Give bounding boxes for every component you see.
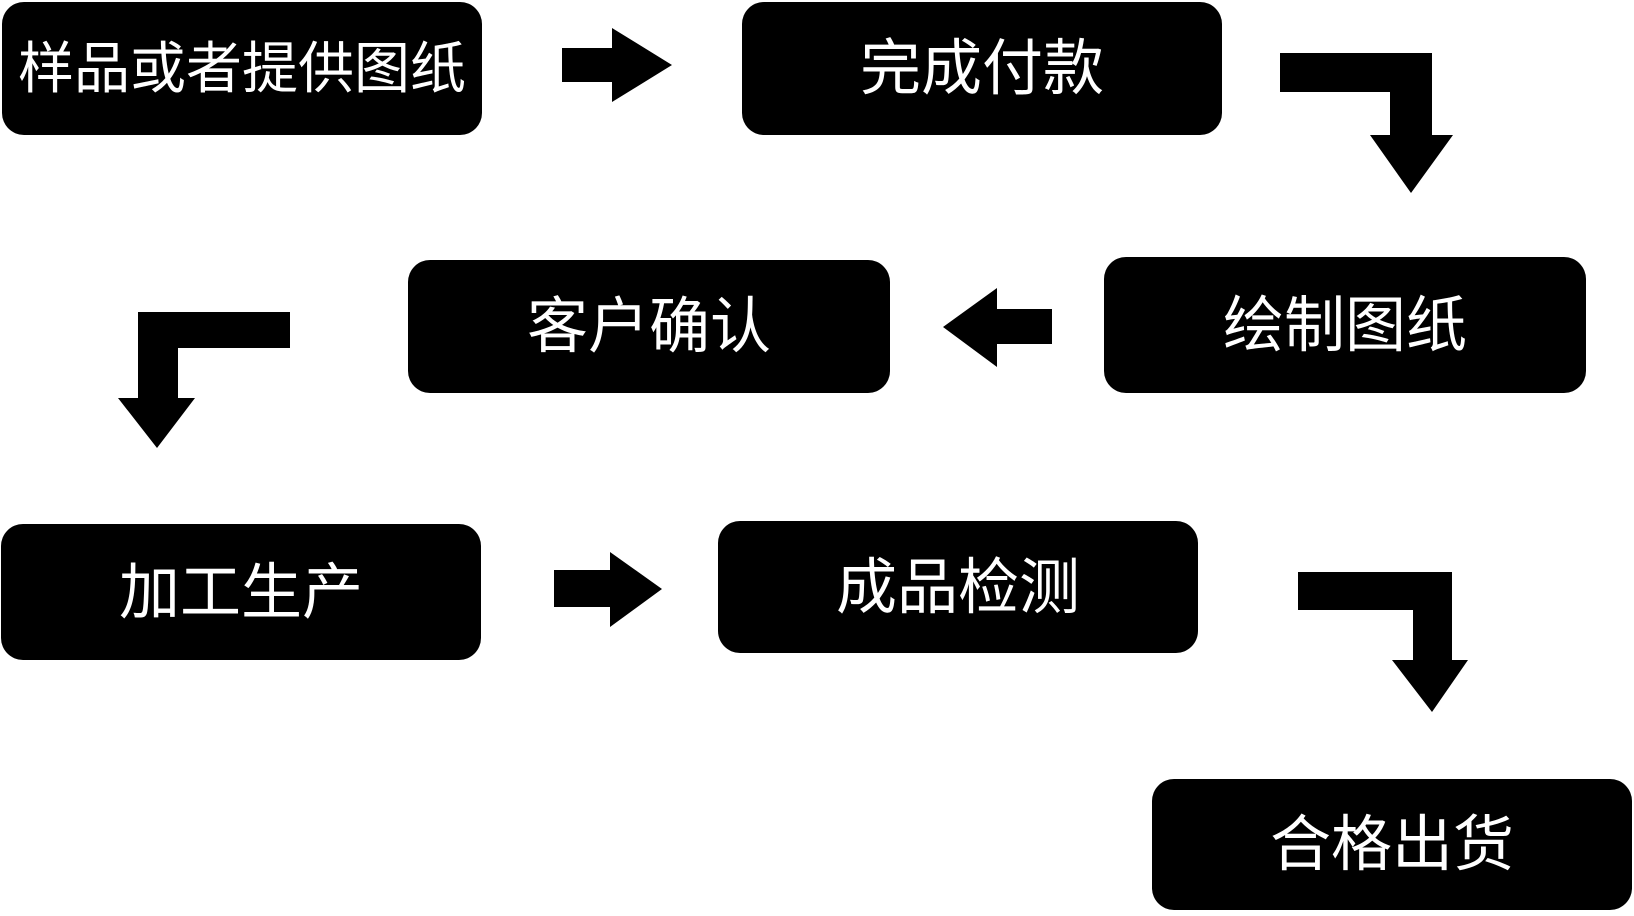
- arrow-right-icon: [562, 28, 672, 102]
- arrow-elbow-right-down-icon: [1298, 572, 1468, 712]
- flow-node-product-inspection: 成品检测: [718, 521, 1198, 653]
- node-label: 绘制图纸: [1222, 290, 1467, 359]
- flow-node-qualified-shipment: 合格出货: [1152, 779, 1632, 910]
- node-label: 加工生产: [118, 557, 363, 626]
- flow-node-sample-or-drawing: 样品或者提供图纸: [2, 2, 482, 135]
- arrow-left-icon: [943, 288, 1052, 367]
- flow-node-draw-drawings: 绘制图纸: [1104, 257, 1586, 393]
- flow-node-complete-payment: 完成付款: [742, 2, 1222, 135]
- node-label: 客户确认: [526, 292, 771, 360]
- flow-node-customer-confirm: 客户确认: [408, 260, 890, 393]
- node-label: 合格出货: [1269, 810, 1514, 878]
- node-label: 完成付款: [859, 34, 1104, 102]
- node-label: 成品检测: [835, 552, 1080, 621]
- flow-node-processing: 加工生产: [1, 524, 481, 660]
- arrow-elbow-right-down-icon: [1280, 53, 1453, 193]
- arrow-elbow-left-down-icon: [118, 312, 290, 448]
- node-label: 样品或者提供图纸: [18, 36, 466, 100]
- arrow-right-icon: [554, 552, 662, 627]
